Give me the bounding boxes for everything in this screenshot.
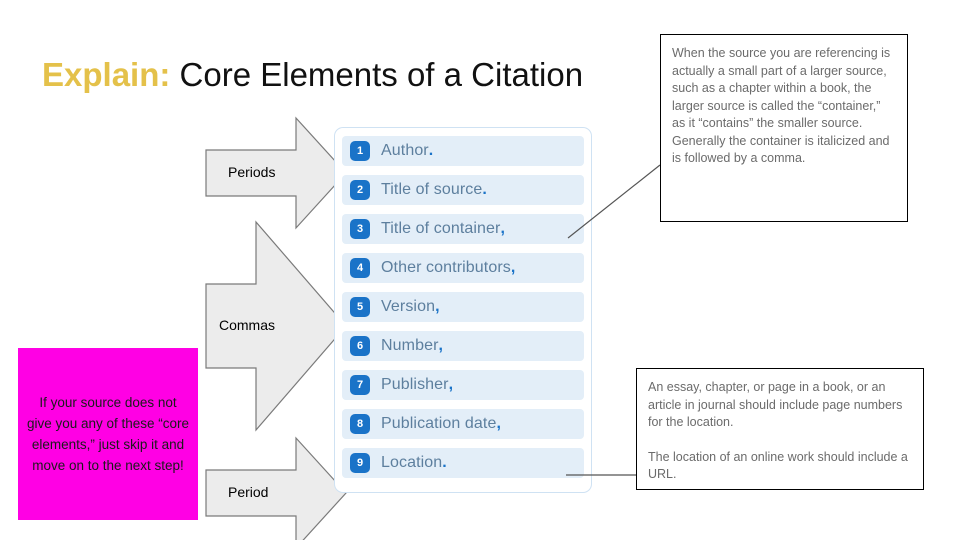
punctuation-mark: , [510,259,516,276]
number-badge: 9 [350,453,370,473]
core-elements-list: 1 Author. 2 Title of source. 3 Title of … [334,127,592,493]
number-badge: 5 [350,297,370,317]
block-arrow-period: Period [205,436,347,540]
number-badge: 2 [350,180,370,200]
punctuation-mark: . [428,142,434,159]
arrow-shape-periods [205,116,347,230]
list-item[interactable]: 7 Publisher, [342,370,584,400]
list-item-label: Other contributors, [381,259,516,276]
magenta-callout-text: If your source does not give you any of … [26,395,190,473]
arrow-label-commas: Commas [219,317,276,333]
punctuation-mark: . [442,454,447,471]
list-item[interactable]: 8 Publication date, [342,409,584,439]
arrow-label-periods: Periods [228,164,276,180]
magenta-callout: If your source does not give you any of … [18,348,198,520]
list-item[interactable]: 5 Version, [342,292,584,322]
list-item-label: Location. [381,454,447,471]
list-item-label: Title of source. [381,181,487,198]
punctuation-mark: , [448,376,454,393]
list-item[interactable]: 4 Other contributors, [342,253,584,283]
note-container-text: When the source you are referencing is a… [672,46,891,165]
list-item[interactable]: 2 Title of source. [342,175,584,205]
list-item-label: Number, [381,337,444,354]
arrow-label-period: Period [228,484,269,500]
list-item-label: Publisher, [381,376,454,393]
punctuation-mark: . [482,181,487,198]
number-badge: 6 [350,336,370,356]
punctuation-mark: , [435,298,440,315]
arrow-shape-commas [205,220,347,432]
title-accent-word: Explain: [42,56,171,93]
punctuation-mark: , [438,337,444,354]
list-item[interactable]: 3 Title of container, [342,214,584,244]
list-item-label: Title of container, [381,220,506,237]
number-badge: 8 [350,414,370,434]
list-item[interactable]: 1 Author. [342,136,584,166]
note-location-paragraph-1: An essay, chapter, or page in a book, or… [648,380,903,429]
punctuation-mark: , [500,220,506,237]
block-arrow-periods: Periods [205,116,347,230]
note-location-paragraph-2: The location of an online work should in… [648,449,908,482]
title-main-text: Core Elements of a Citation [170,56,584,93]
list-item-label: Version, [381,298,440,315]
list-item[interactable]: 6 Number, [342,331,584,361]
note-box-container: When the source you are referencing is a… [660,34,908,222]
list-item-label: Publication date, [381,415,502,432]
page-title: Explain: Core Elements of a Citation [42,55,583,95]
list-item-label: Author. [381,142,434,159]
note-box-location: An essay, chapter, or page in a book, or… [636,368,924,490]
number-badge: 4 [350,258,370,278]
number-badge: 1 [350,141,370,161]
arrow-shape-period [205,436,347,540]
block-arrow-commas: Commas [205,220,347,432]
number-badge: 3 [350,219,370,239]
punctuation-mark: , [496,415,502,432]
number-badge: 7 [350,375,370,395]
list-item[interactable]: 9 Location. [342,448,584,478]
